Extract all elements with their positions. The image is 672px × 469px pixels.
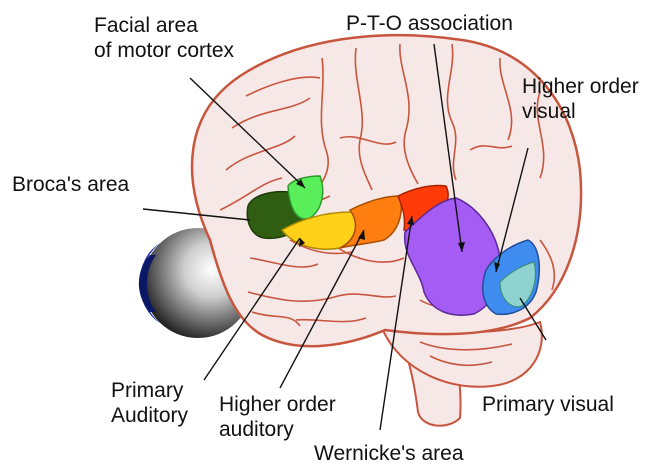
label-facial-area: Facial area of motor cortex	[94, 13, 234, 63]
label-higher-order-auditory: Higher order auditory	[219, 392, 336, 442]
label-wernicke: Wernicke's area	[314, 441, 464, 466]
label-pto-association: P-T-O association	[346, 11, 513, 36]
label-facial-area-line1: Facial area	[94, 13, 234, 38]
label-higher-order-visual-line2: visual	[522, 99, 639, 124]
label-higher-order-auditory-line2: auditory	[219, 417, 336, 442]
label-primary-auditory: Primary Auditory	[111, 378, 188, 428]
label-higher-order-auditory-line1: Higher order	[219, 392, 336, 417]
label-higher-order-visual-line1: Higher order	[522, 74, 639, 99]
label-higher-order-visual: Higher order visual	[522, 74, 639, 124]
label-broca: Broca's area	[12, 172, 129, 197]
label-facial-area-line2: of motor cortex	[94, 38, 234, 63]
label-primary-auditory-line2: Auditory	[111, 403, 188, 428]
label-primary-auditory-line1: Primary	[111, 378, 188, 403]
label-primary-visual: Primary visual	[482, 392, 614, 417]
